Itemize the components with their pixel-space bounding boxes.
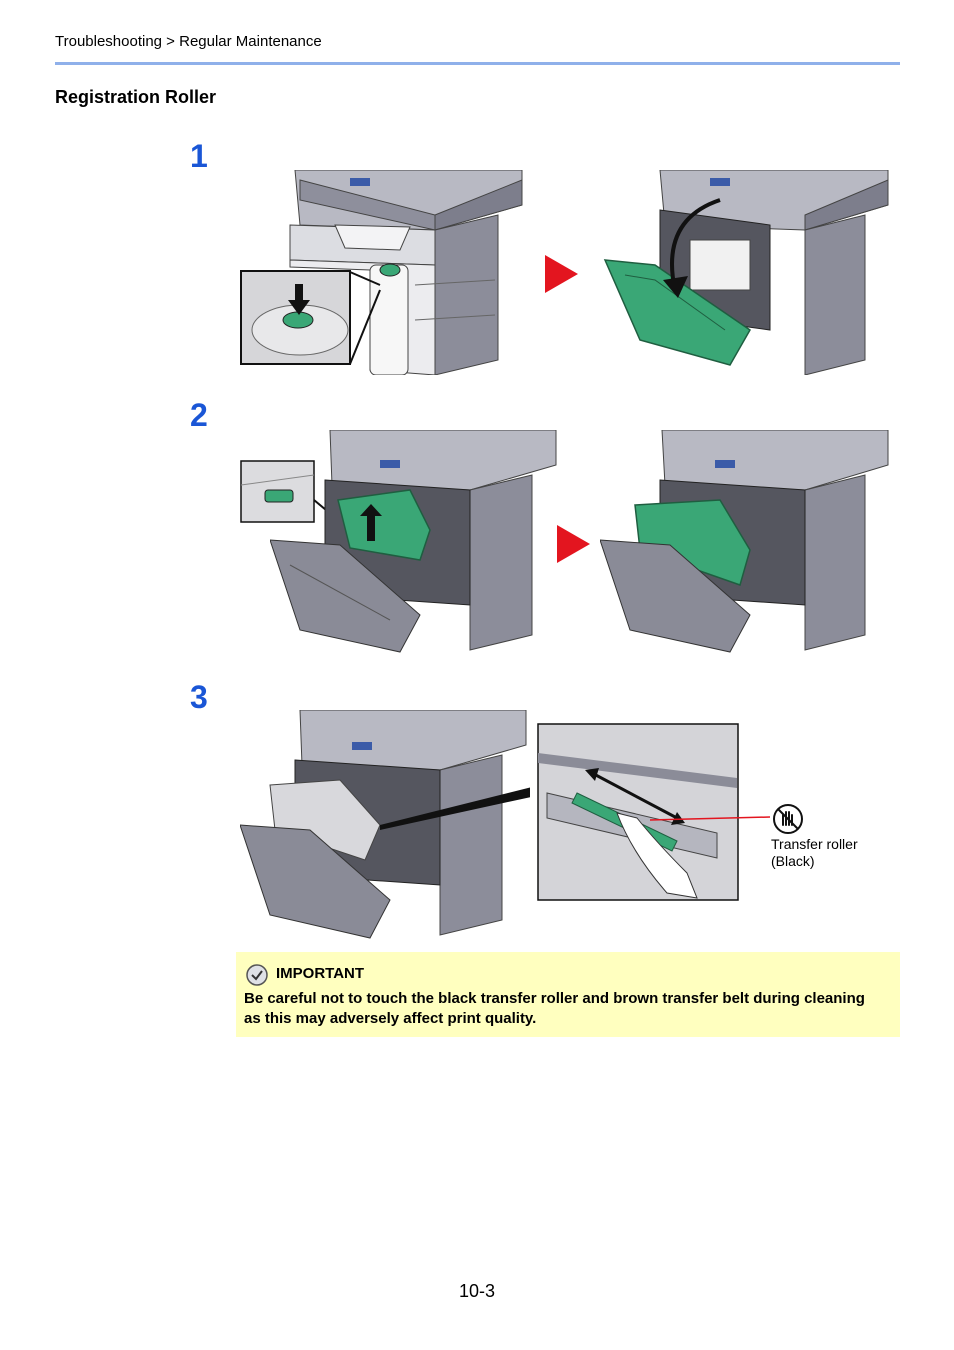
step-number-3: 3 [190,679,208,715]
release-button-detail-icon [240,270,381,365]
check-circle-icon [246,964,268,986]
transfer-roller-detail-illustration [537,723,739,901]
breadcrumb: Troubleshooting > Regular Maintenance [55,33,322,50]
step-number-2: 2 [190,397,208,433]
printer-closed-illustration [289,170,523,375]
important-notice: IMPORTANT Be careful not to touch the bl… [236,952,900,1037]
printer-front-cover-open-illustration [603,170,889,375]
header-rule [55,62,900,65]
important-title: IMPORTANT [276,965,365,982]
toner-lever-detail-icon [240,460,345,526]
printer-open-toner-out-illustration [240,710,530,939]
next-step-arrow-1 [545,255,578,293]
transfer-roller-label: Transfer roller (Black) [771,836,858,869]
printer-toner-removal-illustration [600,430,889,653]
step-number-1: 1 [190,138,208,174]
printer-toner-unlock-illustration [270,430,557,653]
do-not-touch-icon [773,804,803,834]
callout-leader-line [650,816,771,821]
next-step-arrow-2 [557,525,590,563]
important-text: Be careful not to touch the black transf… [244,990,865,1027]
page-number: 10-3 [459,1281,496,1301]
section-title: Registration Roller [55,87,217,107]
